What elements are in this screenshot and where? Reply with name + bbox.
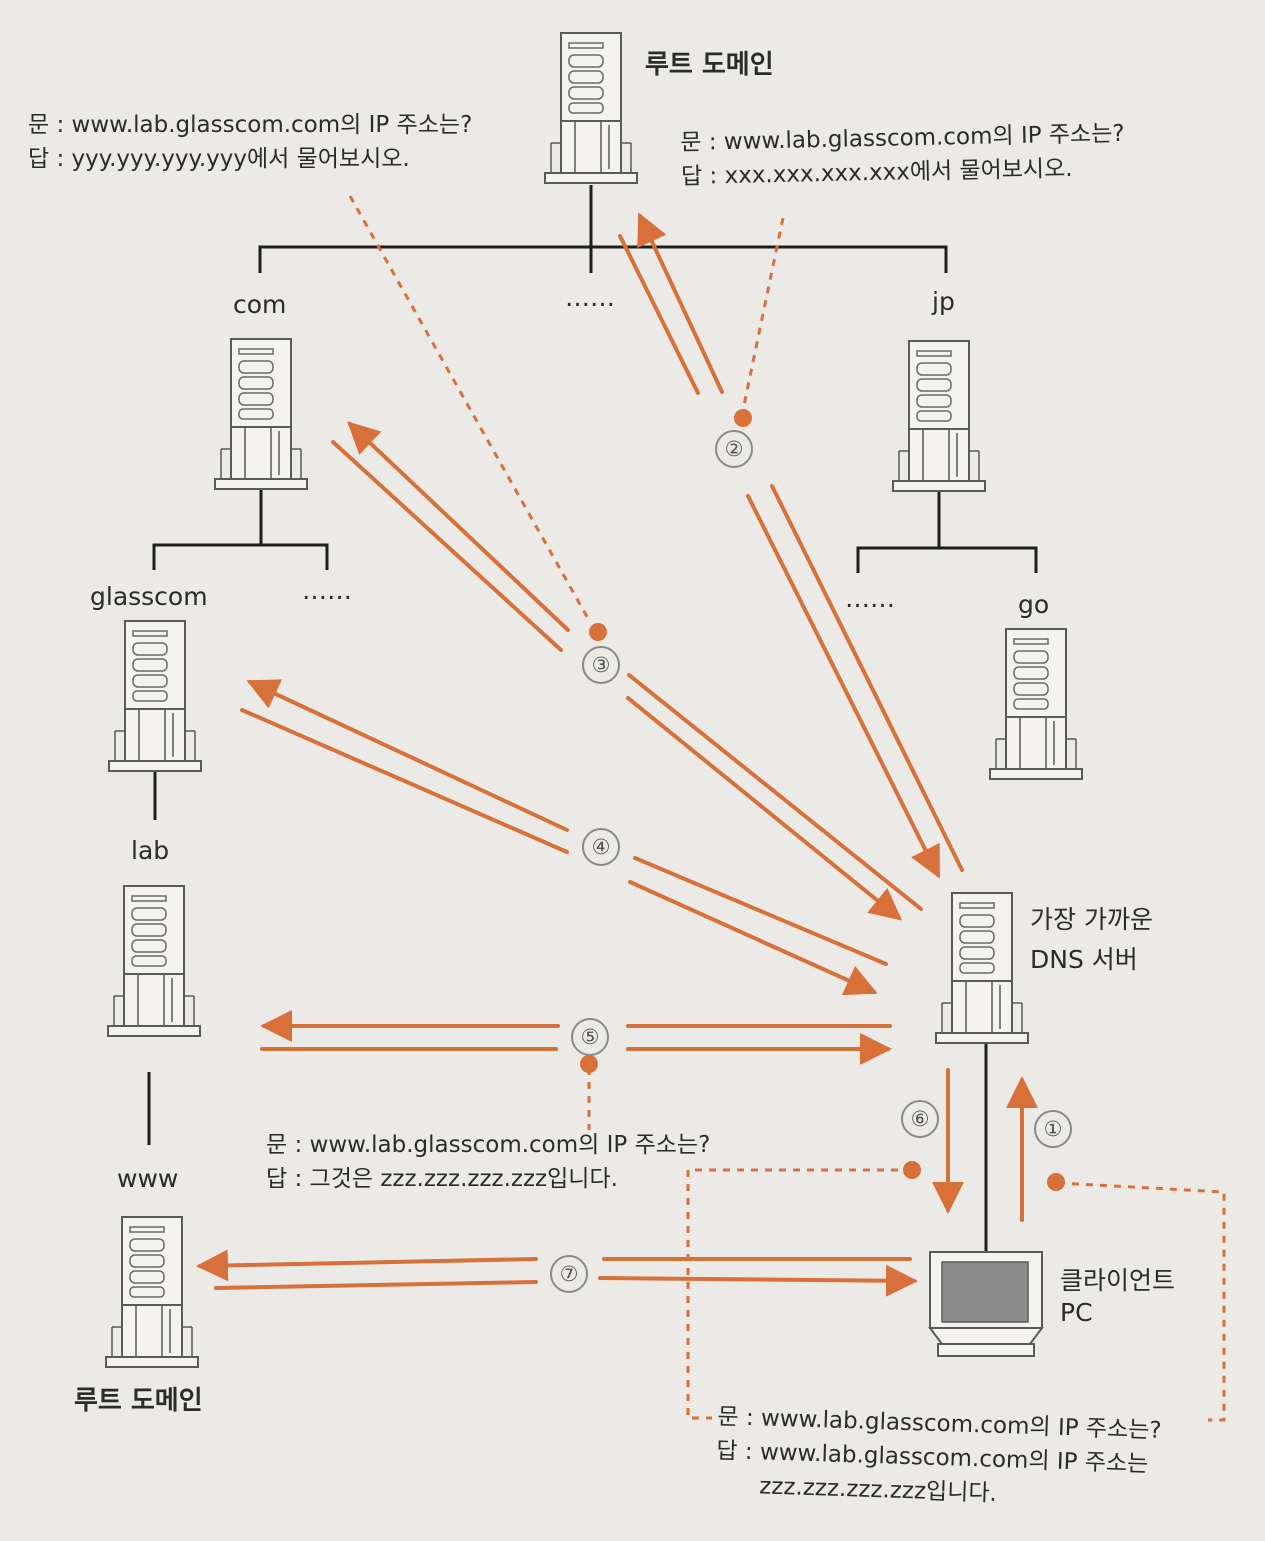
local-dns-label-line1: 가장 가까운 bbox=[1030, 905, 1153, 934]
lab-label: lab bbox=[131, 836, 170, 865]
arrow-step4-request-tail bbox=[240, 708, 569, 854]
go-label: go bbox=[1018, 590, 1050, 619]
arrow-step3-reply bbox=[626, 696, 903, 921]
server-icon-glasscom bbox=[108, 620, 202, 772]
server-icon-www bbox=[105, 1216, 199, 1368]
www-label: www bbox=[117, 1164, 179, 1193]
server-icon-root bbox=[544, 32, 638, 184]
arrow-step3-request bbox=[347, 421, 570, 632]
callout-answer: 답 : yyy.yyy.yyy.yyy에서 물어보시오. bbox=[28, 146, 410, 172]
callout-dot-step3 bbox=[589, 623, 607, 641]
client-pc-label-line2: PC bbox=[1060, 1298, 1093, 1327]
step-7-marker: ⑦ bbox=[550, 1255, 588, 1293]
jp-label: jp bbox=[932, 287, 955, 316]
arrow-step2-request-tail bbox=[618, 234, 700, 395]
callout-answer: 답 : 그것은 zzz.zzz.zzz.zzz입니다. bbox=[266, 1166, 618, 1192]
ellipsis-jp-label: …… bbox=[845, 584, 895, 613]
step-5-marker: ⑤ bbox=[571, 1018, 609, 1056]
server-icon-local-dns bbox=[935, 892, 1029, 1044]
callout-root-to-jp: 문 : www.lab.glasscom.com의 IP 주소는? 답 : xx… bbox=[680, 117, 1126, 194]
callout-dot-step1 bbox=[1047, 1173, 1065, 1191]
callout-question: 문 : www.lab.glasscom.com의 IP 주소는? bbox=[28, 112, 473, 138]
arrow-step2-request bbox=[637, 212, 724, 394]
callout-dot-step5 bbox=[580, 1055, 598, 1073]
arrow-step4-reply bbox=[628, 880, 878, 996]
com-label: com bbox=[233, 290, 287, 319]
callout-client-answer: 문 : www.lab.glasscom.com의 IP 주소는? 답 : ww… bbox=[715, 1400, 1162, 1516]
arrow-step3-request-tail bbox=[331, 440, 563, 652]
callout-root-to-com: 문 : www.lab.glasscom.com의 IP 주소는? 답 : yy… bbox=[28, 108, 472, 176]
arrow-step7-reply bbox=[598, 1264, 918, 1297]
client-pc-icon bbox=[928, 1251, 1044, 1357]
callout-line-root-com bbox=[348, 195, 592, 623]
ellipsis-com-label: …… bbox=[302, 576, 352, 605]
step-2-marker: ② bbox=[715, 430, 753, 468]
arrow-step4-request bbox=[246, 679, 569, 832]
callout-lab-answer: 문 : www.lab.glasscom.com의 IP 주소는? 답 : 그것… bbox=[266, 1128, 710, 1196]
callout-line-client-right bbox=[1057, 1181, 1226, 1422]
server-icon-jp bbox=[892, 340, 986, 492]
server-icon-com bbox=[214, 338, 308, 490]
arrow-step3-reply-tail bbox=[627, 673, 923, 911]
step-3-marker: ③ bbox=[582, 646, 620, 684]
www-server-label: 루트 도메인 bbox=[74, 1386, 203, 1416]
callout-question: 문 : www.lab.glasscom.com의 IP 주소는? bbox=[266, 1132, 711, 1158]
callout-dot-step2 bbox=[734, 409, 752, 427]
ellipsis-top-label: …… bbox=[565, 283, 615, 312]
arrow-step7-request bbox=[196, 1249, 538, 1282]
arrow-step7-reply-tail bbox=[214, 1280, 538, 1290]
arrow-step4-reply-tail bbox=[633, 856, 888, 966]
callout-line-root-top bbox=[741, 217, 785, 411]
server-icon-go bbox=[989, 628, 1083, 780]
client-pc-label-line1: 클라이언트 bbox=[1060, 1266, 1176, 1295]
server-icon-lab bbox=[107, 885, 201, 1037]
callout-line-client-left bbox=[686, 1168, 912, 1420]
arrow-step2-reply bbox=[746, 494, 940, 879]
root-domain-label: 루트 도메인 bbox=[645, 50, 774, 80]
step-6-marker: ⑥ bbox=[901, 1100, 939, 1138]
local-dns-label-line2: DNS 서버 bbox=[1030, 945, 1138, 974]
step-1-marker: ① bbox=[1034, 1110, 1072, 1148]
callout-dot-step6 bbox=[903, 1161, 921, 1179]
glasscom-label: glasscom bbox=[90, 582, 208, 611]
hierarchy-lines bbox=[147, 185, 1038, 1252]
arrow-step2-reply-tail bbox=[770, 484, 964, 872]
step-4-marker: ④ bbox=[582, 828, 620, 866]
